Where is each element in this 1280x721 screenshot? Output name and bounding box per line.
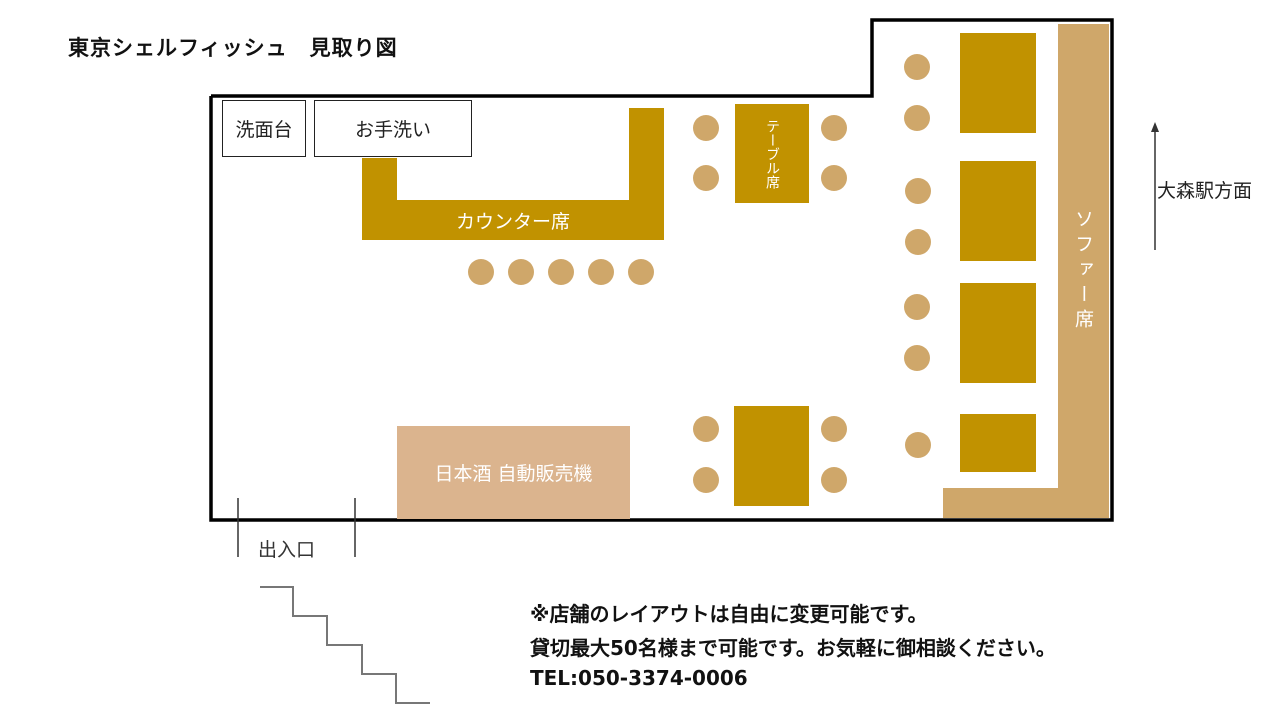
note-layout: ※店舗のレイアウトは自由に変更可能です。 [530,602,928,626]
table-seat [821,416,847,442]
sofa-seat [905,178,931,204]
counter-seat [508,259,534,285]
counter-seat [468,259,494,285]
counter-seat [588,259,614,285]
entrance-label: 出入口 [258,539,316,561]
sofa-seat [904,294,930,320]
note-reservation: 貸切最大50名様まで可能です。お気軽に御相談ください。 [530,636,1056,660]
sofa: ソファー席 [1058,24,1109,518]
table-seat [821,115,847,141]
sofa-table [960,161,1036,261]
sofa-seat [905,229,931,255]
direction-label: 大森駅方面 [1157,180,1253,202]
table-seat [693,165,719,191]
sofa-seat [904,345,930,371]
washbasin: 洗面台 [222,100,306,157]
table-seat [693,416,719,442]
stairs-icon [260,586,430,704]
sofa-table [960,283,1036,383]
counter-seat [548,259,574,285]
table-bottom [734,406,809,506]
counter-seat [628,259,654,285]
page-title: 東京シェルフィッシュ 見取り図 [68,36,398,60]
table-top: テーブル席 [735,104,809,203]
restroom: お手洗い [314,100,472,157]
sofa-base [943,488,1109,518]
table-seat [821,165,847,191]
sofa-seat [904,54,930,80]
sofa-table [960,414,1036,472]
sofa-seat [905,432,931,458]
sake-vending-machine: 日本酒 自動販売機 [397,426,630,519]
table-seat [821,467,847,493]
counter: カウンター席 [362,200,664,240]
table-seat [693,467,719,493]
table-seat [693,115,719,141]
sofa-table [960,33,1036,133]
sofa-seat [904,105,930,131]
note-phone: TEL:050-3374-0006 [530,666,748,690]
